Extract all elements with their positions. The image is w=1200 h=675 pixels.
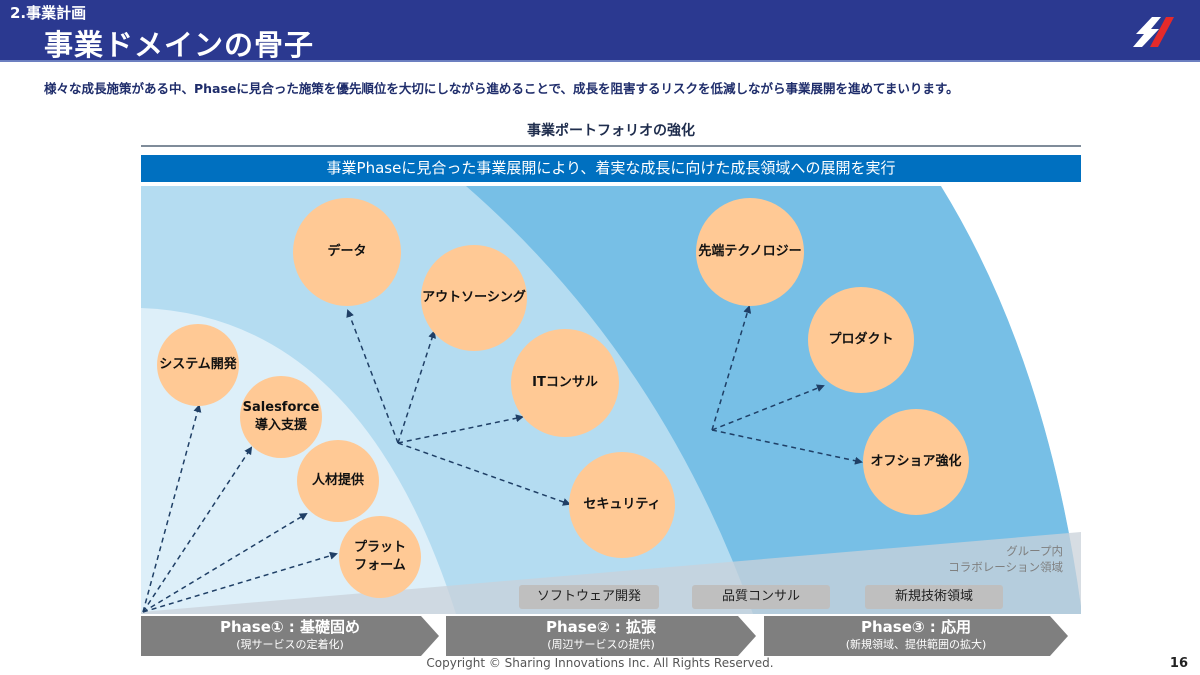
collaboration-label: グループ内 コラボレーション領域 <box>948 544 1063 574</box>
circle-label: データ <box>327 244 367 260</box>
circle-label: プロダクト <box>828 332 894 348</box>
chip-new-technology: 新規技術領域 <box>865 585 1003 609</box>
circle-label: 先端テクノロジー <box>698 244 802 260</box>
circle-label: アウトソーシング <box>422 290 526 306</box>
arrows-phase2 <box>346 309 571 506</box>
company-logo-icon <box>1133 17 1174 47</box>
circle-platform: プラット フォーム <box>339 516 421 598</box>
page-title: 事業ドメインの骨子 <box>44 28 315 62</box>
phase-3-title: Phase③ : 応用 <box>860 618 972 636</box>
circle-it-consulting: ITコンサル <box>511 329 619 437</box>
portfolio-banner: 事業Phaseに見合った事業展開により、着実な成長に向けた成長領域への展開を実行 <box>141 155 1081 182</box>
title-divider <box>141 145 1081 147</box>
circle-label: 人材提供 <box>311 473 364 489</box>
arrows-phase3 <box>711 305 863 465</box>
phase-3-subtitle: (新規領域、提供範囲の拡大) <box>845 638 987 651</box>
copyright-notice: Copyright © Sharing Innovations Inc. All… <box>426 656 774 670</box>
chip-software-development: ソフトウェア開発 <box>519 585 659 609</box>
phase-1-title: Phase① : 基礎固め <box>219 618 361 636</box>
phase-1-chevron: Phase① : 基礎固め (現サービスの定着化) <box>141 616 439 656</box>
circle-label: システム開発 <box>159 357 237 373</box>
phase-2-subtitle: (周辺サービスの提供) <box>547 638 655 651</box>
phase-1-subtitle: (現サービスの定着化) <box>236 638 344 651</box>
circle-outsourcing: アウトソーシング <box>421 245 527 351</box>
circle-advanced-technology: 先端テクノロジー <box>696 198 804 306</box>
chevron-arrow-icon <box>446 616 756 656</box>
circle-system-development: システム開発 <box>157 324 239 406</box>
circle-offshore: オフショア強化 <box>863 409 969 515</box>
circle-label: ITコンサル <box>532 375 598 391</box>
chevron-arrow-icon <box>141 616 439 656</box>
circle-label: プラット フォーム <box>353 540 406 573</box>
section-label: 2.事業計画 <box>10 4 87 22</box>
chevron-arrow-icon <box>764 616 1068 656</box>
circle-talent-provision: 人材提供 <box>297 440 379 522</box>
phase-3-chevron: Phase③ : 応用 (新規領域、提供範囲の拡大) <box>764 616 1068 656</box>
phase-2-title: Phase② : 拡張 <box>545 618 657 636</box>
portfolio-diagram: システム開発 Salesforce 導入支援 人材提供 プラット フォーム デー… <box>141 186 1081 614</box>
portfolio-title: 事業ポートフォリオの強化 <box>527 123 695 139</box>
circle-salesforce: Salesforce 導入支援 <box>240 376 322 458</box>
circle-data: データ <box>293 198 401 306</box>
arrows-phase1 <box>142 404 338 613</box>
circle-security: セキュリティ <box>569 452 675 558</box>
chip-quality-consulting: 品質コンサル <box>692 585 830 609</box>
phase-2-chevron: Phase② : 拡張 (周辺サービスの提供) <box>446 616 756 656</box>
circle-product: プロダクト <box>808 287 914 393</box>
header-band: 2.事業計画 事業ドメインの骨子 <box>0 0 1200 62</box>
lead-statement: 様々な成長施策がある中、Phaseに見合った施策を優先順位を大切にしながら進める… <box>44 81 959 96</box>
page-number: 16 <box>1169 656 1188 671</box>
circle-label: セキュリティ <box>583 497 661 513</box>
circle-label: オフショア強化 <box>870 454 962 470</box>
circle-label: Salesforce 導入支援 <box>242 400 320 433</box>
